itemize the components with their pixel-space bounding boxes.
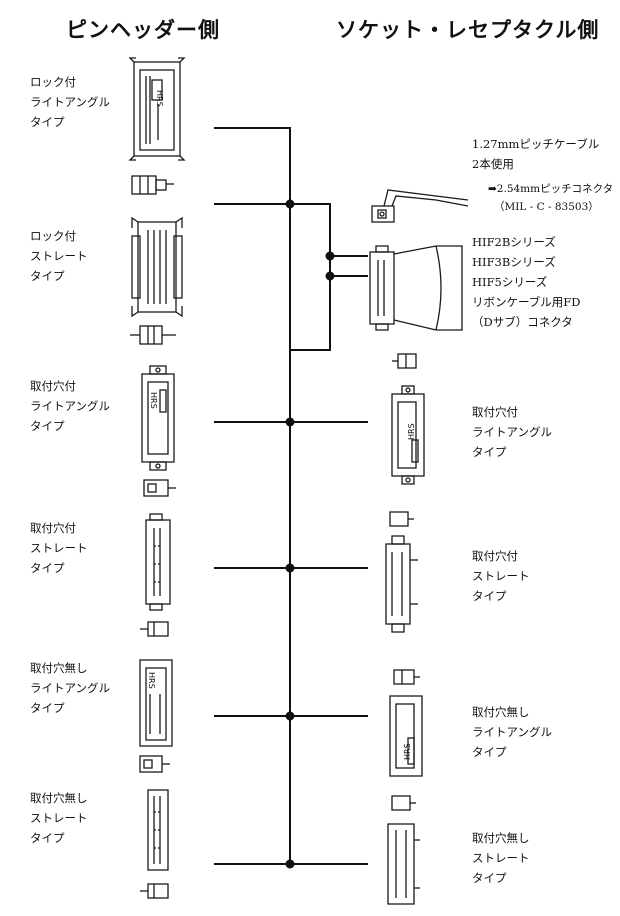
header-lock-rightangle-drawing [128,57,186,161]
header-nohole-straight-drawing [147,789,169,871]
hrs-logo-4: HRS [407,423,416,440]
right-label-nohole-straight: 取付穴無しストレートタイプ [472,831,530,885]
socket-nohole-straight-drawing [387,823,420,905]
header-hole-rightangle-side [143,479,176,497]
left-label-nohole-rightangle: 取付穴無しライトアングルタイプ [30,661,111,715]
hrs-logo-1: HRS [155,90,164,107]
header-lock-rightangle-side [131,175,174,195]
hrs-logo-5: HRS [403,743,412,760]
header-lock-straight-drawing [131,216,183,318]
hrs-logo-2: HRS [149,392,158,409]
header-hole-rightangle-drawing [141,365,175,471]
header-hole-straight-drawing [145,513,171,611]
socket-hole-rightangle-drawing [391,385,425,485]
right-label-hole-straight: 取付穴付ストレートタイプ [472,549,530,603]
socket-side-title: ソケット・レセプタクル側 [336,18,600,42]
right-label-hole-rightangle: 取付穴付ライトアングルタイプ [472,405,553,459]
socket-nohole-rightangle-drawing [389,695,423,777]
cable-connector-drawing [371,189,469,223]
left-label-hole-straight: 取付穴付ストレートタイプ [30,521,88,575]
socket-hole-straight-side [389,511,414,527]
pin-header-side-title: ピンヘッダー側 [66,18,220,42]
left-label-nohole-straight: 取付穴無しストレートタイプ [30,791,88,845]
socket-nohole-rightangle-side [393,669,420,685]
hrs-logo-3: HRS [147,672,156,689]
header-hole-straight-side [140,621,169,637]
ribbon-connector-drawing [369,245,463,331]
header-nohole-rightangle-drawing [139,659,173,747]
header-nohole-straight-side [140,883,169,899]
socket-hole-straight-drawing [385,535,418,633]
header-lock-straight-side [130,325,176,345]
right-label-nohole-rightangle: 取付穴無しライトアングルタイプ [472,705,553,759]
left-label-hole-rightangle: 取付穴付ライトアングルタイプ [30,379,111,433]
left-label-lock-straight: ロック付ストレートタイプ [30,229,88,283]
left-label-lock-rightangle: ロック付ライトアングルタイプ [30,75,111,129]
connection-lines [214,127,368,865]
junction-dots [285,199,335,869]
socket-hole-rightangle-side [392,353,417,369]
socket-nohole-straight-side [391,795,416,811]
header-nohole-rightangle-side [139,755,170,773]
right-label-cable-sub: ➡2.54mmピッチコネクタ（MIL - C - 83503） [488,183,614,213]
